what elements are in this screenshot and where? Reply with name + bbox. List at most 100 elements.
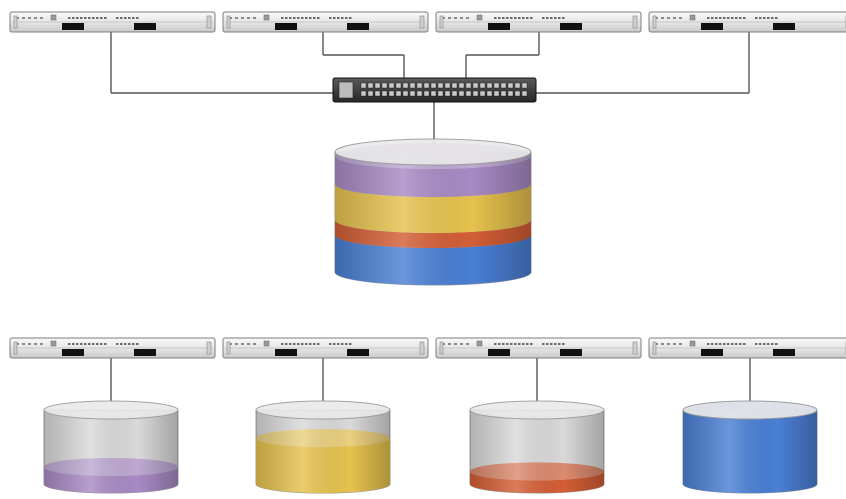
- drive-bay: [62, 23, 84, 30]
- server-6: [222, 337, 429, 359]
- vent-dot: [34, 343, 37, 345]
- switch-port: [360, 90, 367, 97]
- switch-port: [388, 82, 395, 89]
- storage-group: [43, 138, 818, 494]
- vent-dot: [460, 343, 463, 345]
- servers: [9, 11, 846, 359]
- switch-port: [521, 82, 528, 89]
- switch-port: [444, 90, 451, 97]
- switch-port: [395, 90, 402, 97]
- power-led-icon: [50, 340, 57, 347]
- switch-port: [458, 82, 465, 89]
- switch-logo-icon: [338, 81, 354, 99]
- vent-dot: [679, 17, 682, 19]
- switch-port: [388, 90, 395, 97]
- power-led-icon: [476, 340, 483, 347]
- vent-dot: [448, 17, 451, 19]
- vent-dot: [673, 17, 676, 19]
- network-switch: [332, 77, 537, 103]
- switch-group: [332, 77, 537, 103]
- vent-dot: [655, 343, 658, 345]
- drive-bay: [62, 349, 84, 356]
- vent-dot: [454, 17, 457, 19]
- vent-dot: [241, 343, 244, 345]
- drive-bay: [560, 349, 582, 356]
- switch-port: [402, 90, 409, 97]
- drive-bay: [275, 23, 297, 30]
- power-led-icon: [689, 14, 696, 21]
- vent-dot: [253, 343, 256, 345]
- vent-dot: [28, 343, 31, 345]
- switch-port: [416, 82, 423, 89]
- storage-orange: [469, 400, 605, 494]
- cables: [110, 32, 751, 401]
- power-led-icon: [263, 340, 270, 347]
- storage-yellow: [255, 400, 391, 494]
- cylinder-top: [469, 400, 605, 420]
- server-7: [435, 337, 642, 359]
- switch-port: [465, 90, 472, 97]
- switch-port: [493, 90, 500, 97]
- vent-dot: [22, 343, 25, 345]
- cylinder-shading: [335, 152, 531, 285]
- switch-port: [514, 90, 521, 97]
- switch-port: [465, 82, 472, 89]
- switch-port: [381, 90, 388, 97]
- switch-port: [409, 82, 416, 89]
- switch-chassis: [332, 77, 537, 103]
- cylinder-top: [43, 400, 179, 420]
- vent-dot: [661, 17, 664, 19]
- switch-port: [409, 90, 416, 97]
- switch-port: [374, 90, 381, 97]
- vent-dot: [466, 343, 469, 345]
- switch-port: [479, 82, 486, 89]
- cylinder-shading: [470, 410, 604, 493]
- switch-port: [451, 82, 458, 89]
- vent-dot: [241, 17, 244, 19]
- switch-port: [416, 90, 423, 97]
- switch-port: [514, 82, 521, 89]
- switch-port: [521, 90, 528, 97]
- storage-blue: [682, 400, 818, 494]
- switch-port: [458, 90, 465, 97]
- drive-bay: [347, 349, 369, 356]
- switch-port: [486, 82, 493, 89]
- switch-port: [395, 82, 402, 89]
- switch-port: [367, 82, 374, 89]
- server-5: [9, 337, 216, 359]
- vent-dot: [28, 17, 31, 19]
- drive-bay: [134, 349, 156, 356]
- switch-port: [507, 90, 514, 97]
- cylinder-top: [255, 400, 391, 420]
- vent-dot: [229, 343, 232, 345]
- drive-bay: [701, 349, 723, 356]
- switch-port: [374, 82, 381, 89]
- switch-port: [486, 90, 493, 97]
- cylinder-shading: [256, 410, 390, 493]
- switch-port: [507, 82, 514, 89]
- switch-port: [402, 82, 409, 89]
- vent-dot: [40, 343, 43, 345]
- vent-dot: [235, 17, 238, 19]
- power-led-icon: [476, 14, 483, 21]
- switch-port: [472, 82, 479, 89]
- vent-dot: [442, 343, 445, 345]
- server-2: [222, 11, 429, 33]
- switch-port: [500, 90, 507, 97]
- drive-bay: [560, 23, 582, 30]
- vent-dot: [673, 343, 676, 345]
- server-8: [648, 337, 846, 359]
- vent-dot: [22, 17, 25, 19]
- storage-purple: [43, 400, 179, 494]
- drive-bay: [773, 349, 795, 356]
- switch-port: [472, 90, 479, 97]
- vent-dot: [16, 343, 19, 345]
- switch-port: [423, 82, 430, 89]
- server-3: [435, 11, 642, 33]
- drive-bay: [488, 349, 510, 356]
- vent-dot: [442, 17, 445, 19]
- vent-dot: [466, 17, 469, 19]
- cylinder-shading: [683, 410, 817, 493]
- switch-port: [451, 90, 458, 97]
